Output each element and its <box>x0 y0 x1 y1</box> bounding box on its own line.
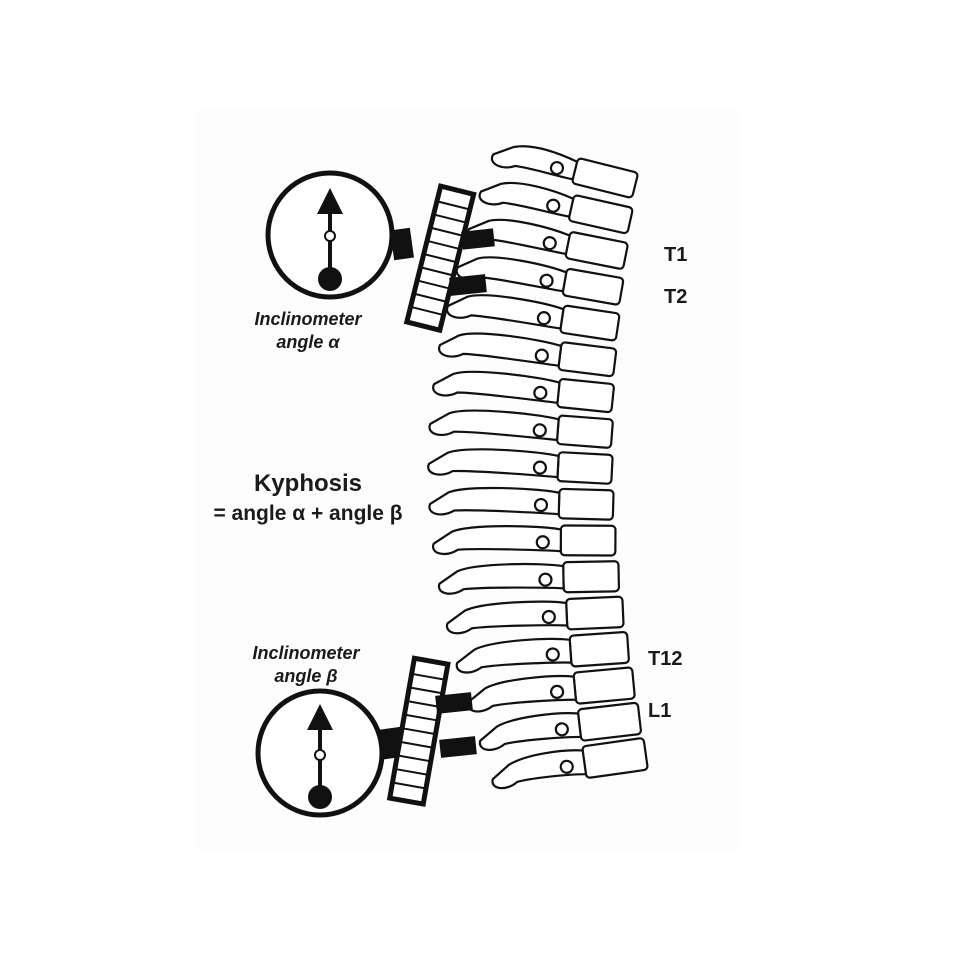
vertebra <box>455 256 625 306</box>
inclinometer-bottom-label: Inclinometer angle β <box>226 642 386 688</box>
vertebra <box>428 409 614 449</box>
inclinometer-top <box>265 170 495 334</box>
inclinometer-bottom <box>255 655 477 818</box>
inclinometer-bottom-peg-upper <box>435 692 473 714</box>
inclinometer-bottom-label-line2: angle β <box>274 666 338 686</box>
inclinometer-bottom-peg-lower <box>439 736 477 758</box>
vertebra <box>466 666 636 713</box>
vertebra <box>466 218 629 270</box>
vertebra <box>432 370 615 414</box>
inclinometer-top-ruler <box>403 183 477 334</box>
inclinometer-top-label-line2: angle α <box>276 332 340 352</box>
vertebra <box>478 701 642 751</box>
kyphosis-title: Kyphosis <box>253 470 363 497</box>
inclinometer-top-arm <box>390 227 414 261</box>
vertebra <box>431 524 617 557</box>
level-label-l1: L1 <box>648 700 672 722</box>
inclinometer-top-label: Inclinometer angle α <box>228 308 388 354</box>
vertebra <box>478 181 634 235</box>
vertebra <box>427 448 614 485</box>
vertebra <box>428 486 615 521</box>
inclinometer-top-peg-lower <box>449 274 487 296</box>
spine-illustration <box>427 145 649 790</box>
vertebra <box>491 737 649 790</box>
inclinometer-bottom-ruler <box>386 655 451 807</box>
vertebra <box>445 294 621 342</box>
inclinometer-bottom-label-line1: Inclinometer <box>252 643 360 663</box>
level-label-t12: T12 <box>648 648 683 670</box>
vertebra <box>445 595 625 635</box>
vertebra <box>490 145 639 199</box>
vertebra <box>437 560 621 595</box>
inclinometer-top-label-line1: Inclinometer <box>254 309 362 329</box>
arrow-up-icon <box>317 188 343 214</box>
inclinometer-top-peg-upper <box>461 228 495 250</box>
kyphosis-equation: = angle α + angle β <box>213 502 403 525</box>
vertebra <box>455 631 630 674</box>
arrow-up-icon <box>307 704 333 730</box>
level-label-t2: T2 <box>664 286 688 308</box>
level-label-t1: T1 <box>664 244 688 266</box>
vertebra <box>437 332 618 378</box>
